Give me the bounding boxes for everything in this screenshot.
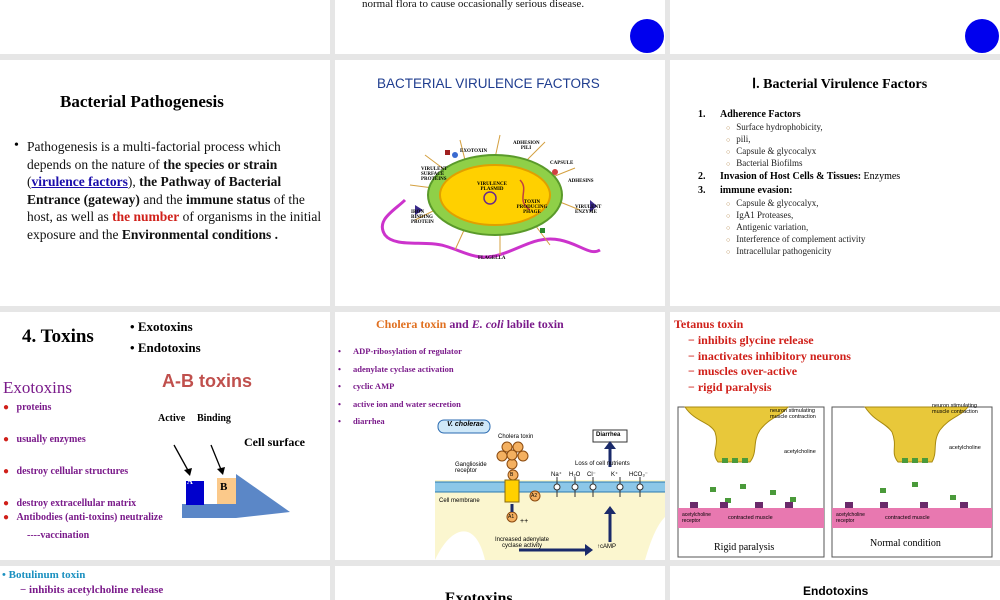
neuron-label-left: neuron stimulating muscle contraction (770, 408, 816, 420)
label-adhesion-pili: ADHESION PILI (513, 141, 540, 151)
slide-row0-right[interactable] (670, 0, 1000, 54)
slide-toxins[interactable]: 4. Toxins • Exotoxins • Endotoxins Exoto… (0, 312, 330, 560)
slide-tetanus-toxin[interactable]: Tetanus toxin − inhibits glycine release… (670, 312, 1000, 560)
botulinum-title: • Botulinum toxin (2, 569, 86, 581)
toxin-bullets: • Exotoxins • Endotoxins (130, 319, 201, 355)
slide-bacterial-pathogenesis[interactable]: Bacterial Pathogenesis • Pathogenesis is… (0, 60, 330, 306)
slide-title: Ⅰ. Bacterial Virulence Factors (752, 77, 928, 92)
label-flagella: FLAGELLA (478, 256, 506, 261)
ach-receptor-label-left: acetylcholine receptor (682, 512, 711, 524)
flagellum (381, 198, 601, 259)
list-item-2: 2.Invasion of Host Cells & Tissues: Enzy… (698, 171, 901, 182)
label-toxin-phage: TOXIN PRODUCING PHAGE (516, 200, 548, 215)
b-subunit-block (217, 478, 236, 504)
increased-ac-label: Increased adenylate cyclase activity (494, 537, 550, 549)
exotoxins-title: Exotoxins (445, 590, 513, 600)
toxin-a1-label: A1 (508, 514, 515, 520)
ab-toxin-diagram (173, 444, 290, 518)
label-iron-protein: IRON BINDING PROTEIN (411, 210, 434, 225)
diarrhea-label: Diarrhea (596, 432, 621, 438)
slide-botulinum[interactable]: • Botulinum toxin − inhibits acetylcholi… (0, 566, 330, 600)
iron-protein-shape (415, 205, 423, 215)
a-subunit-block (186, 481, 204, 505)
virulence-factors-link[interactable]: virulence factors (31, 174, 128, 189)
synapse-left (684, 406, 790, 463)
exotoxins-heading: Exotoxins (3, 378, 72, 397)
v-cholerae-box (437, 419, 491, 434)
tetanus-effects-list: − inhibits glycine release − inactivates… (688, 333, 851, 394)
slide-virulence-factors-list[interactable]: Ⅰ. Bacterial Virulence Factors 1.Adheren… (670, 60, 1000, 306)
nav-circle-button[interactable] (965, 19, 999, 53)
slide-title: Cholera toxin and E. coli labile toxin (376, 317, 564, 331)
ganglioside-label: Ganglioside receptor (455, 462, 487, 474)
slide-exotoxins[interactable]: Exotoxins (335, 566, 665, 600)
slide-text: normal flora to cause occasionally serio… (362, 0, 585, 10)
slide-title: Tetanus toxin (674, 317, 744, 331)
endotoxins-title: Endotoxins (803, 584, 869, 598)
slide-title: 4. Toxins (22, 326, 94, 347)
cholera-toxin-label: Cholera toxin (498, 434, 534, 440)
label-virulent-enzyme: VIRULENT ENZYME (575, 205, 602, 215)
caption-rigid-paralysis: Rigid paralysis (714, 542, 775, 553)
cell-surface-label: Cell surface (244, 435, 305, 449)
binding-label: Binding (197, 413, 231, 424)
synapse-diagrams (677, 406, 993, 558)
active-label: Active (158, 413, 186, 424)
camp-label: ↑cAMP (597, 544, 617, 550)
loss-nutrients-label: Loss of cell nutrients (575, 461, 630, 467)
a-subunit-label: A (187, 477, 193, 486)
b-subunit-label: B (220, 481, 228, 493)
cell-membrane-label: Cell membrane (439, 498, 480, 504)
cholera-mechanism-list: •ADP-ribosylation of regulator •adenylat… (338, 346, 462, 426)
plus-label: ++ (520, 518, 529, 525)
sublist-immune-evasion: Capsule & glycocalyx, IgA1 Proteases, An… (726, 198, 988, 256)
caption-normal-condition: Normal condition (870, 538, 941, 549)
bacterium-diagram (381, 134, 601, 259)
neuron-label-right: neuron stimulating muscle contraction (932, 403, 978, 415)
slide-cholera-toxin[interactable]: Cholera toxin and E. coli labile toxin •… (335, 312, 665, 560)
slide-row0-mid[interactable]: normal flora to cause occasionally serio… (335, 0, 665, 54)
exotoxin-properties: ● proteins ● usually enzymes ● destroy c… (3, 402, 163, 541)
slide-endotoxins[interactable]: Endotoxins (670, 566, 1000, 600)
label-exotoxin: EXOTOXIN (460, 149, 488, 154)
nav-circle-button[interactable] (630, 19, 664, 53)
plasmid (483, 191, 497, 205)
bullet-dot: • (14, 138, 19, 153)
botulinum-sub: − inhibits acetylcholine release (20, 584, 164, 596)
contracted-muscle-left: contracted muscle (728, 515, 773, 521)
toxin-a2-label: A2 (531, 493, 538, 499)
cholera-mechanism-diagram (435, 419, 665, 560)
sublist-adherence: Surface hydrophobicity, pili, Capsule & … (726, 122, 988, 168)
toxin-b-pentamer (496, 441, 541, 523)
slide-title: Bacterial Pathogenesis (60, 92, 224, 111)
ab-toxins-label: A-B toxins (162, 371, 252, 391)
label-surface-proteins: VIRULENT SURFACE PROTEINS (421, 167, 448, 182)
slide-row0-left[interactable] (0, 0, 330, 54)
ach-label-right: acetylcholine (949, 445, 981, 451)
contracted-muscle-right: contracted muscle (885, 515, 930, 521)
virulence-list: 1.Adherence Factors Surface hydrophobici… (698, 109, 988, 258)
ach-receptor-label-right: acetylcholine receptor (836, 512, 865, 524)
slide-bacterial-virulence-factors[interactable]: BACTERIAL VIRULENCE FACTORS EXOTOXIN ADH… (335, 60, 665, 306)
synapse-right (864, 406, 970, 463)
slide-title: BACTERIAL VIRULENCE FACTORS (377, 76, 600, 91)
list-item-3: 3.immune evasion: (698, 185, 793, 196)
label-capsule: CAPSULE (550, 161, 574, 166)
v-cholerae-label: V. cholerae (447, 421, 484, 428)
label-adhesins: ADHESINS (568, 179, 594, 184)
ach-label-left: acetylcholine (784, 449, 816, 455)
pathogenesis-paragraph: Pathogenesis is a multi-factorial proces… (27, 139, 322, 242)
list-item-1: 1.Adherence Factors (698, 109, 801, 120)
toxin-b-label: B (510, 472, 514, 478)
label-plasmid: VIRULENCE PLASMID (476, 182, 507, 192)
